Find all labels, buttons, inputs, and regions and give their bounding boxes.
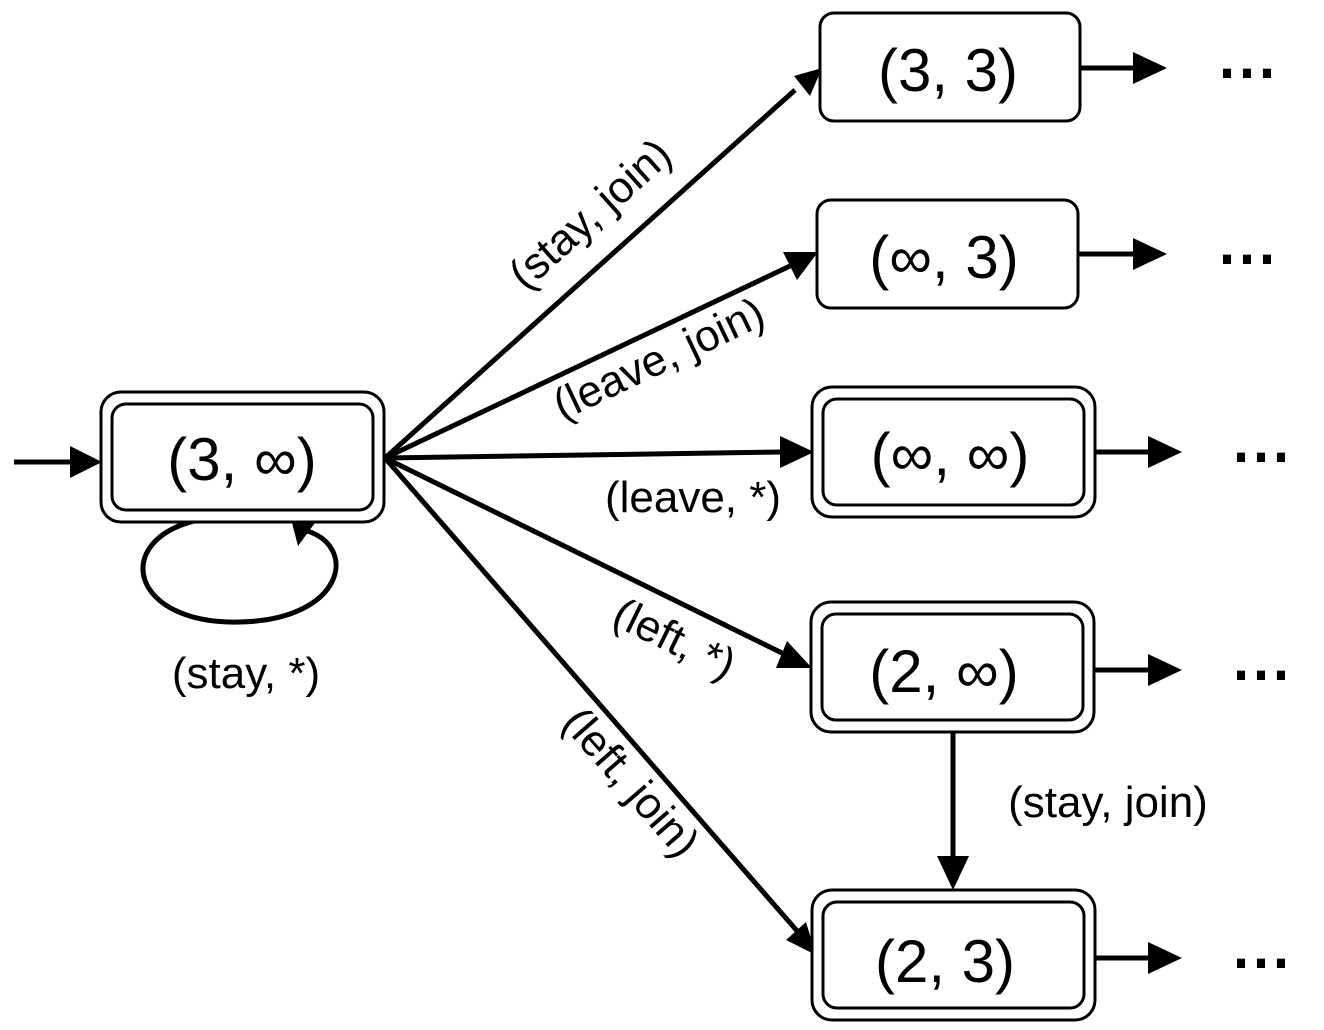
continuation-arrow-inf-3 — [1078, 238, 1167, 270]
self-loop-edge — [140, 515, 339, 625]
state-3-3: (3, 3) — [818, 11, 1082, 123]
initial-arrow — [14, 446, 102, 478]
edge-to-3-3 — [383, 68, 822, 460]
edge-to-2-inf — [383, 455, 812, 668]
state-label: (2, ∞) — [869, 638, 1018, 705]
continuation-dots: ⋯ — [1217, 224, 1283, 291]
edge-to-2-3 — [383, 456, 816, 955]
continuation-arrow-2-3 — [1095, 942, 1182, 974]
state-label: (3, 3) — [878, 37, 1018, 104]
state-label: (2, 3) — [875, 928, 1015, 995]
edge-label-leave-any: (leave, *) — [605, 473, 781, 522]
edge-label-stay-any: (stay, *) — [172, 649, 320, 698]
edge-label-left-join: (left, join) — [553, 698, 709, 867]
continuation-arrow-inf-inf — [1095, 436, 1182, 468]
state-2-3: (2, 3) — [810, 888, 1097, 1022]
continuation-arrow-2-inf — [1094, 654, 1182, 686]
edge-label-left-any: (left, *) — [605, 588, 743, 689]
edge-2-inf-to-2-3 — [937, 720, 969, 890]
continuation-arrow-3-3 — [1080, 52, 1167, 84]
state-2-inf: (2, ∞) — [809, 600, 1096, 734]
continuation-dots: ⋯ — [1217, 38, 1283, 105]
state-label: (∞, ∞) — [871, 421, 1030, 488]
state-label: (∞, 3) — [869, 224, 1018, 291]
edge-label-stay-join-2: (stay, join) — [1008, 778, 1208, 827]
continuation-dots: ⋯ — [1231, 422, 1297, 489]
state-label: (3, ∞) — [167, 426, 316, 493]
continuation-dots: ⋯ — [1231, 640, 1297, 707]
edge-label-leave-join: (leave, join) — [546, 288, 772, 430]
state-inf-inf: (∞, ∞) — [810, 385, 1097, 519]
state-inf-3: (∞, 3) — [815, 198, 1080, 310]
state-3-inf: (3, ∞) — [99, 390, 386, 524]
edge-to-inf-inf — [384, 436, 814, 468]
edge-to-inf-3 — [383, 252, 818, 461]
continuation-dots: ⋯ — [1231, 928, 1297, 995]
